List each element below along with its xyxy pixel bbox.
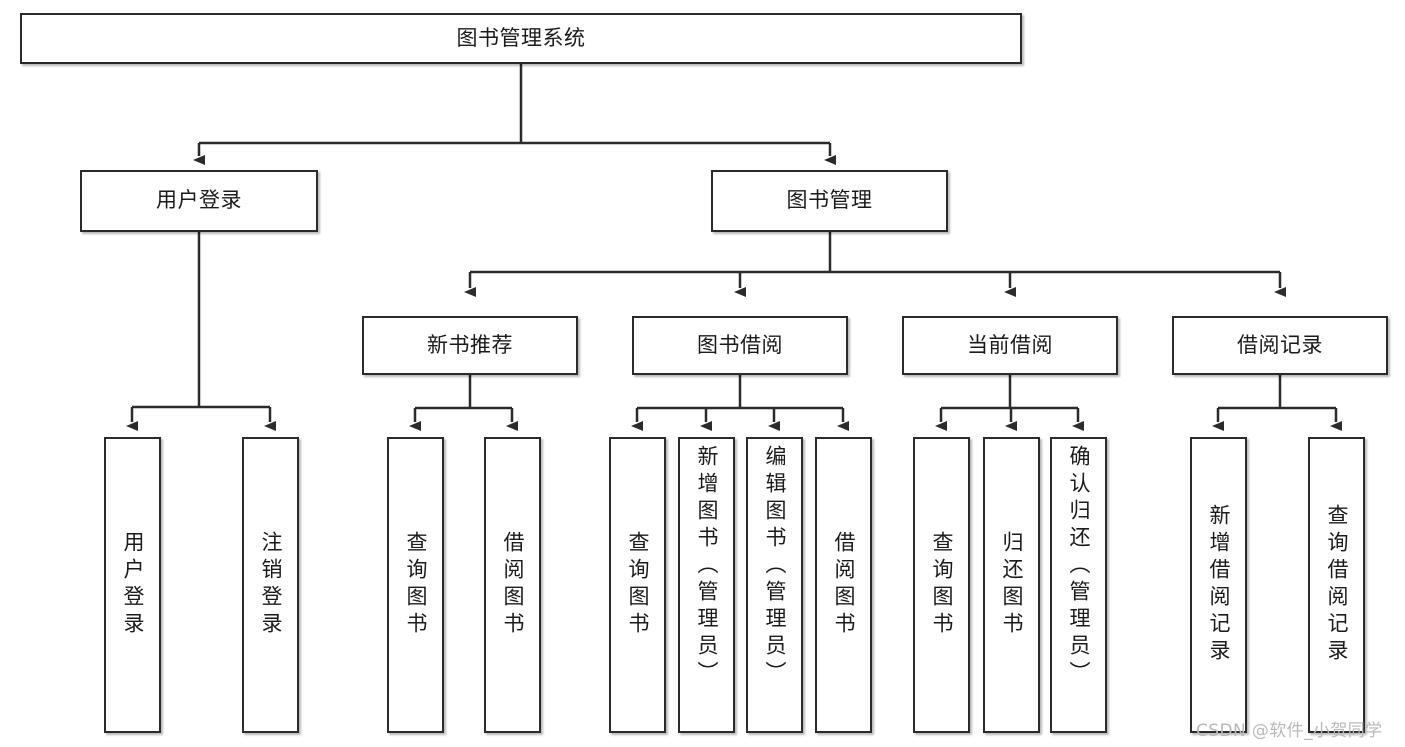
leaf-confirm-return-admin[interactable]: 确认归还（管理员） — [1050, 437, 1107, 733]
leaf-logout-label: 注销登录 — [259, 531, 283, 639]
leaf-add-record-label: 新增借阅记录 — [1207, 504, 1231, 666]
leaf-return-book-label: 归还图书 — [1000, 531, 1024, 639]
node-root-label: 图书管理系统 — [456, 25, 586, 50]
leaf-query-book-2-label: 查询图书 — [626, 531, 650, 639]
node-borrow-record[interactable]: 借阅记录 — [1172, 316, 1388, 375]
node-book-manage-label: 图书管理 — [786, 188, 873, 213]
leaf-logout[interactable]: 注销登录 — [242, 437, 299, 733]
leaf-user-login-label: 用户登录 — [121, 531, 145, 639]
leaf-add-record[interactable]: 新增借阅记录 — [1190, 437, 1247, 733]
leaf-return-book[interactable]: 归还图书 — [983, 437, 1040, 733]
leaf-edit-book-admin[interactable]: 编辑图书（管理员） — [746, 437, 803, 733]
node-user-login[interactable]: 用户登录 — [80, 170, 318, 232]
leaf-query-record[interactable]: 查询借阅记录 — [1308, 437, 1365, 733]
node-book-manage[interactable]: 图书管理 — [711, 170, 948, 232]
leaf-query-book-2[interactable]: 查询图书 — [609, 437, 666, 733]
csdn-watermark: CSDN @软件_小贺同学 — [1196, 721, 1383, 741]
node-new-book-rec[interactable]: 新书推荐 — [362, 316, 578, 375]
node-book-borrow-label: 图书借阅 — [697, 332, 783, 357]
node-borrow-record-label: 借阅记录 — [1237, 332, 1323, 357]
leaf-query-book-1[interactable]: 查询图书 — [387, 437, 444, 733]
leaf-borrow-book-1[interactable]: 借阅图书 — [484, 437, 541, 733]
leaf-query-record-label: 查询借阅记录 — [1325, 504, 1349, 666]
node-root[interactable]: 图书管理系统 — [20, 13, 1022, 64]
leaf-borrow-book-1-label: 借阅图书 — [501, 531, 525, 639]
node-user-login-label: 用户登录 — [156, 188, 242, 213]
node-new-book-rec-label: 新书推荐 — [427, 332, 513, 357]
node-current-borrow-label: 当前借阅 — [967, 332, 1053, 357]
leaf-query-book-1-label: 查询图书 — [404, 531, 428, 639]
leaf-edit-book-admin-label: 编辑图书（管理员） — [763, 445, 787, 688]
leaf-query-book-3-label: 查询图书 — [930, 531, 954, 639]
leaf-query-book-3[interactable]: 查询图书 — [913, 437, 970, 733]
leaf-confirm-return-admin-label: 确认归还（管理员） — [1067, 445, 1091, 688]
leaf-borrow-book-2[interactable]: 借阅图书 — [815, 437, 872, 733]
leaf-borrow-book-2-label: 借阅图书 — [832, 531, 856, 639]
leaf-add-book-admin[interactable]: 新增图书（管理员） — [678, 437, 735, 733]
node-book-borrow[interactable]: 图书借阅 — [632, 316, 848, 375]
node-current-borrow[interactable]: 当前借阅 — [902, 316, 1118, 375]
leaf-add-book-admin-label: 新增图书（管理员） — [695, 445, 719, 688]
leaf-user-login[interactable]: 用户登录 — [104, 437, 161, 733]
